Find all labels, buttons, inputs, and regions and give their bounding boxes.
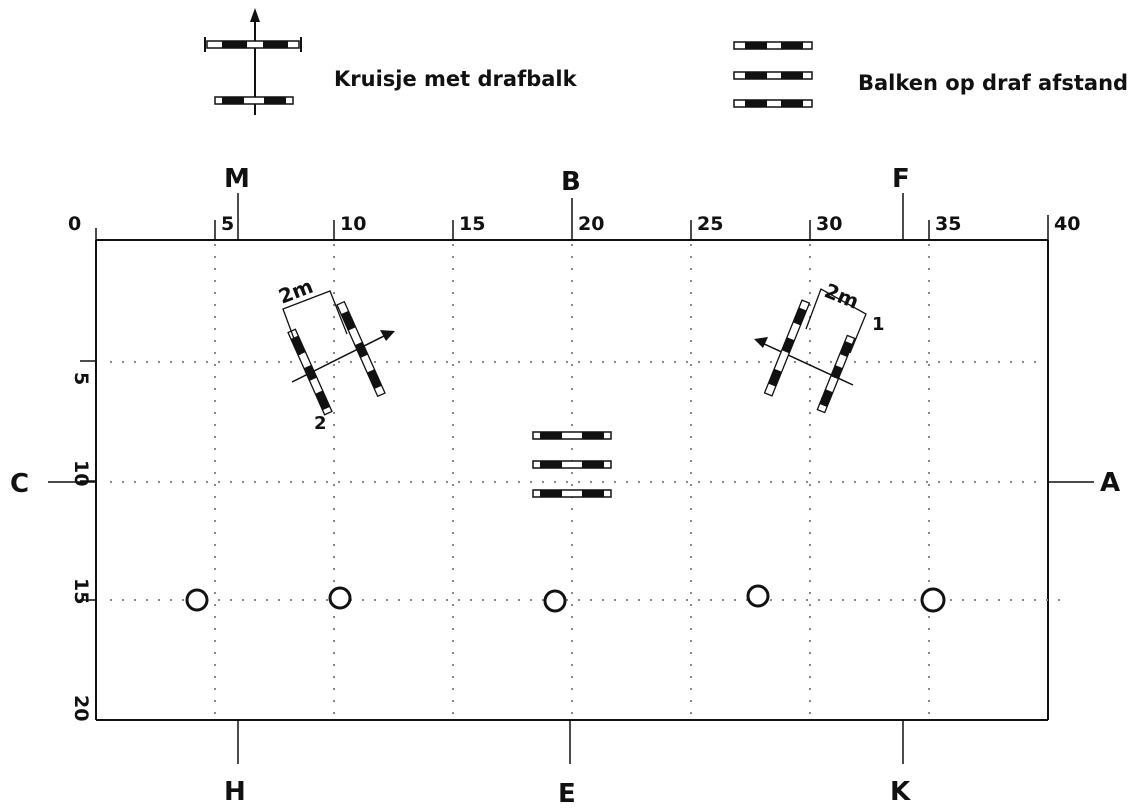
tick-top-20: 20 [578, 213, 604, 235]
tick-top-25: 25 [697, 213, 723, 235]
letter-f: F [892, 164, 910, 194]
trot-pole [532, 489, 612, 498]
top-ruler: 0 5 10 15 20 25 30 35 40 [68, 193, 1080, 240]
cone-marker [185, 588, 209, 612]
legend-cross-symbol [204, 8, 302, 115]
arena-letters: M B F H E K C A [10, 164, 1120, 809]
tick-top-10: 10 [340, 213, 366, 235]
letter-b: B [561, 167, 581, 197]
left-ruler: 5 10 15 20 [70, 360, 96, 721]
tick-left-15: 15 [70, 578, 92, 604]
cross-2-number: 2 [314, 413, 327, 434]
tick-top-30: 30 [816, 213, 842, 235]
letter-m: M [224, 164, 250, 194]
cross-1-number: 1 [872, 314, 885, 335]
dotted-grid [110, 244, 1060, 716]
trot-pole [532, 460, 612, 469]
cross-obstacle-1: 2m 1 [754, 278, 885, 414]
letter-c: C [10, 469, 29, 499]
tick-left-5: 5 [70, 372, 92, 385]
letter-h: H [224, 777, 246, 807]
tick-top-40: 40 [1054, 213, 1080, 235]
legend-trot-label: Balken op draf afstand [858, 71, 1128, 95]
letter-k: K [890, 777, 911, 807]
tick-top-15: 15 [459, 213, 485, 235]
letter-e: E [558, 779, 576, 809]
tick-left-20: 20 [70, 695, 92, 721]
cone-marker [746, 584, 770, 608]
cross-2-spacing: 2m [275, 274, 316, 309]
legend-trot-poles-symbol [733, 41, 813, 108]
cone-markers [185, 584, 946, 613]
legend-cross-label: Kruisje met drafbalk [334, 67, 578, 91]
tick-top-5: 5 [221, 213, 234, 235]
tick-top-35: 35 [935, 213, 961, 235]
tick-top-0: 0 [68, 213, 81, 235]
trot-pole [532, 431, 612, 440]
cross-obstacle-2: 2m 2 [275, 274, 395, 434]
cone-marker [543, 589, 567, 613]
letter-a: A [1100, 468, 1120, 498]
trot-poles [532, 431, 612, 498]
cone-marker [328, 586, 352, 610]
legend: Kruisje met drafbalk Balken op draf afst… [204, 8, 1128, 115]
cone-marker [920, 587, 946, 613]
tick-left-10: 10 [70, 460, 92, 486]
arena-outline [95, 239, 1049, 721]
